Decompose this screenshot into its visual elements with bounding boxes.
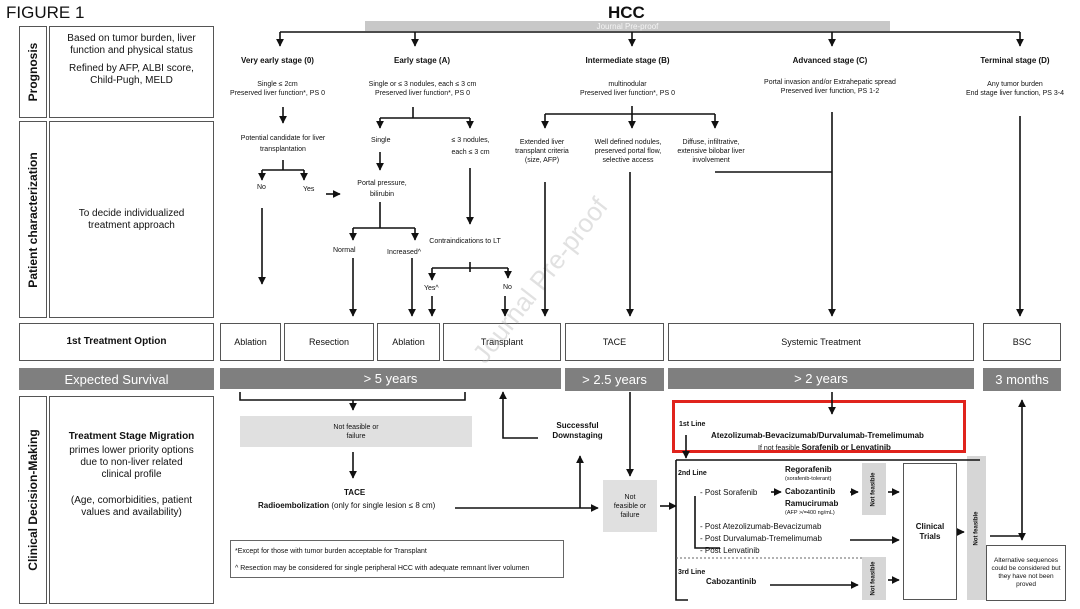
stage-b-title: Intermediate stage (B)	[585, 56, 670, 65]
transplant-box: Transplant	[443, 323, 561, 361]
survival-bar-2y: > 2 years	[668, 368, 974, 389]
third-line-label: 3rd Line	[678, 569, 706, 576]
migration-box: Treatment Stage Migration primes lower p…	[49, 396, 214, 604]
stage-d-desc: Any tumor burden End stage liver functio…	[965, 81, 1065, 97]
portal-pressure-label: Portal pressure, bilirubin	[357, 180, 407, 198]
prognosis-box: Based on tumor burden, liver function an…	[49, 26, 214, 118]
not-feasible-box-c: Not feasible	[862, 557, 886, 600]
not-feasible-failure-text: Not feasible or failure	[333, 423, 379, 440]
normal-label: Normal	[333, 247, 356, 254]
increased-label: Increased^	[387, 249, 422, 256]
cabozantinib: Cabozantinib	[785, 487, 836, 496]
not-feasible-or-failure-text: Not feasible or failure	[613, 493, 647, 519]
stage-c-title: Advanced stage (C)	[792, 56, 868, 65]
extended-criteria-text: Extended liver transplant criteria (size…	[515, 139, 569, 164]
figure-label: FIGURE 1	[6, 3, 85, 22]
radioembolization-bold: Radioembolization	[258, 501, 330, 510]
stage-b-desc: multinodular Preserved liver function*, …	[580, 81, 675, 97]
not-feasible-box-a: Not feasible	[862, 463, 886, 515]
first-line-alt: If not feasible Sorafenib or Lenvatinib	[758, 443, 891, 453]
post-sorafenib: - Post Sorafenib	[700, 488, 758, 497]
treatment-option-label: 1st Treatment Option	[19, 323, 214, 361]
yes-label-2: Yes^	[424, 285, 439, 292]
tace-secondary: TACE	[344, 488, 366, 497]
alternative-box: Alternative sequences could be considere…	[986, 545, 1066, 601]
migration-text-2: (Age, comorbidities, patient values and …	[70, 495, 193, 518]
ramucirumab-note: (AFP >/=400 ng/mL)	[785, 510, 835, 516]
ramucirumab: Ramucirumab	[785, 499, 839, 508]
migration-text: primes lower priority options due to non…	[69, 445, 194, 480]
first-line-label: 1st Line	[679, 421, 706, 428]
prognosis-text-1: Based on tumor burden, liver function an…	[67, 33, 196, 56]
clinical-trials-text: Clinical Trials	[915, 521, 945, 541]
row-label-prognosis: Prognosis	[19, 26, 47, 118]
post-lenva: - Post Lenvatinib	[700, 546, 760, 555]
yes-label-1: Yes	[303, 186, 315, 193]
first-line-drug: Atezolizumab-Bevacizumab/Durvalumab-Trem…	[711, 431, 924, 440]
bsc-box: BSC	[983, 323, 1061, 361]
regorafenib-note: (sorafenib-tolerant)	[785, 476, 832, 482]
stage-a-desc: Single or ≤ 3 nodules, each ≤ 3 cm Prese…	[368, 81, 477, 97]
radioembolization-rest: (only for single lesion ≤ 8 cm)	[329, 501, 436, 510]
not-feasible-or-failure-box: Not feasible or failure	[603, 480, 657, 532]
single-label: Single	[371, 137, 391, 144]
watermark-top: Journal Pre-proof	[365, 21, 890, 31]
expected-survival-label: Expected Survival	[19, 368, 214, 390]
regorafenib: Regorafenib	[785, 465, 832, 474]
potential-candidate-text: Potential candidate for liver transplant…	[240, 135, 326, 153]
post-durva: - Post Durvalumab-Tremelimumab	[700, 534, 822, 543]
patient-box: To decide individualized treatment appro…	[49, 121, 214, 318]
survival-bar-5y: > 5 years	[220, 368, 561, 389]
contraindications-label: Contraindications to LT	[429, 238, 501, 245]
tace-box: TACE	[565, 323, 664, 361]
clinical-trials-box: Clinical Trials	[903, 463, 957, 600]
not-feasible-box-b: Not feasible	[967, 456, 986, 600]
ablation-box-2: Ablation	[377, 323, 440, 361]
survival-bar-3m: 3 months	[983, 368, 1061, 391]
not-feasible-failure-box: Not feasible or failure	[240, 416, 472, 447]
alternative-text: Alternative sequences could be considere…	[991, 557, 1061, 588]
row-label-patient: Patient characterization	[19, 121, 47, 318]
radioembolization-text: Radioembolization (only for single lesio…	[258, 501, 435, 511]
stage-c-desc: Portal invasion and/or Extrahepatic spre…	[764, 79, 896, 95]
stage-0-title: Very early stage (0)	[241, 56, 314, 65]
page-title: HCC	[608, 3, 645, 22]
well-defined-text: Well defined nodules, preserved portal f…	[594, 139, 662, 164]
survival-bar-2-5y: > 2.5 years	[565, 368, 664, 391]
stage-0-desc: Single ≤ 2cm Preserved liver function*, …	[230, 81, 325, 97]
footnote-2: ^ Resection may be considered for single…	[235, 565, 530, 572]
stage-d-title: Terminal stage (D)	[980, 56, 1050, 65]
footnotes-box: *Except for those with tumor burden acce…	[230, 540, 564, 578]
first-line-alt-prefix: If not feasible	[758, 445, 802, 452]
footnote-1: *Except for those with tumor burden acce…	[235, 548, 427, 555]
first-line-frame	[672, 400, 966, 453]
nodules-label: ≤ 3 nodules, each ≤ 3 cm	[451, 137, 490, 156]
resection-box: Resection	[284, 323, 374, 361]
diffuse-text: Diffuse, infiltrative, extensive bilobar…	[677, 139, 745, 164]
migration-title: Treatment Stage Migration	[68, 431, 195, 442]
cabozantinib-third: Cabozantinib	[706, 577, 757, 586]
first-line-alt-drug: Sorafenib or Lenvatinib	[801, 443, 891, 452]
ablation-box-1: Ablation	[220, 323, 281, 361]
patient-text: To decide individualized treatment appro…	[78, 207, 185, 231]
successful-downstaging-text: Successful Downstaging	[552, 421, 603, 440]
prognosis-text-2: Refined by AFP, ALBI score, Child-Pugh, …	[69, 63, 194, 86]
row-label-clinical: Clinical Decision-Making	[19, 396, 47, 604]
post-atezo: - Post Atezolizumab-Bevacizumab	[700, 522, 822, 531]
no-label-2: No	[503, 284, 512, 291]
stage-a-title: Early stage (A)	[393, 56, 451, 65]
systemic-treatment-box: Systemic Treatment	[668, 323, 974, 361]
second-line-label: 2nd Line	[678, 470, 707, 477]
